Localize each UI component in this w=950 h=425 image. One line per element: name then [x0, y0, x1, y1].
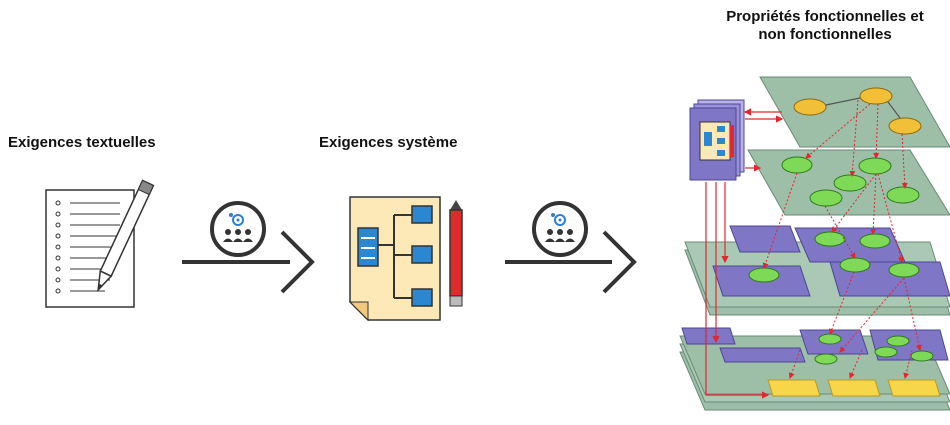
team-with-gear-icon	[223, 213, 253, 242]
transform-arrow-1	[182, 201, 315, 294]
layered-system-architecture-icon	[679, 76, 950, 411]
stage2-label: Exigences système	[319, 134, 458, 151]
lined-document-with-pencil-icon	[45, 179, 155, 308]
stage3-title-line1: Propriétés fonctionnelles et	[726, 8, 924, 25]
team-with-gear-icon-2	[545, 213, 575, 242]
stage1-label: Exigences textuelles	[8, 134, 156, 151]
block-diagram-blueprint-icon	[348, 196, 463, 322]
stage3-title: Propriétés fonctionnelles et non fonctio…	[700, 8, 950, 44]
transform-arrow-2	[505, 201, 637, 294]
stage3-title-line2: non fonctionnelles	[758, 26, 892, 43]
